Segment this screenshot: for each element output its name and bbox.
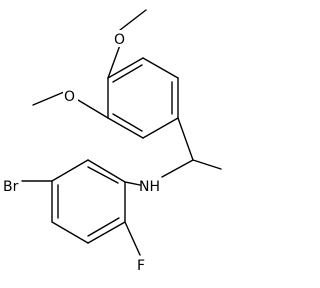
molecule-canvas: O O NH Br F [3, 9, 222, 274]
bond-ring1-f [107, 57, 144, 79]
oxygen-top-label: O [114, 32, 125, 48]
bond-nh-ring2 [124, 181, 141, 186]
bond-ring1-d-inner [112, 113, 143, 132]
bromine-label: Br [3, 179, 19, 195]
bond-o-ch3-left [32, 91, 65, 106]
dimethoxyphenyl-ring [107, 57, 179, 139]
structure-diagram: O O NH Br F [3, 9, 222, 274]
bond-ring2-e-inner [87, 217, 120, 237]
bond-ring1-c [142, 117, 179, 139]
bromofluorophenyl-ring [21, 159, 141, 256]
ethylidene-bridge [161, 117, 222, 178]
bond-ring2-a [87, 159, 126, 183]
bond-ring2-b [51, 159, 89, 182]
bond-c-o-top [107, 44, 121, 79]
bond-c-f [124, 221, 141, 256]
methoxy-groups [32, 9, 147, 119]
oxygen-left-label: O [64, 89, 75, 105]
fluorine-label: F [137, 258, 145, 274]
bond-ring2-e [87, 221, 126, 244]
bond-o-ch3-top [119, 9, 147, 31]
bond-ring1-d [107, 117, 144, 139]
atom-labels: O O NH Br F [3, 30, 160, 274]
bond-ring2-a-inner [87, 166, 119, 184]
bond-c-o-left [77, 99, 109, 119]
bond-ring1-ch [177, 117, 194, 161]
bond-ring2-d [51, 221, 89, 244]
bond-ch-nh [161, 159, 194, 178]
amine-label: NH [139, 179, 160, 195]
bond-ch-ch3 [192, 159, 222, 170]
bond-ring1-a [142, 57, 179, 79]
bond-ring1-f-inner [112, 64, 143, 83]
